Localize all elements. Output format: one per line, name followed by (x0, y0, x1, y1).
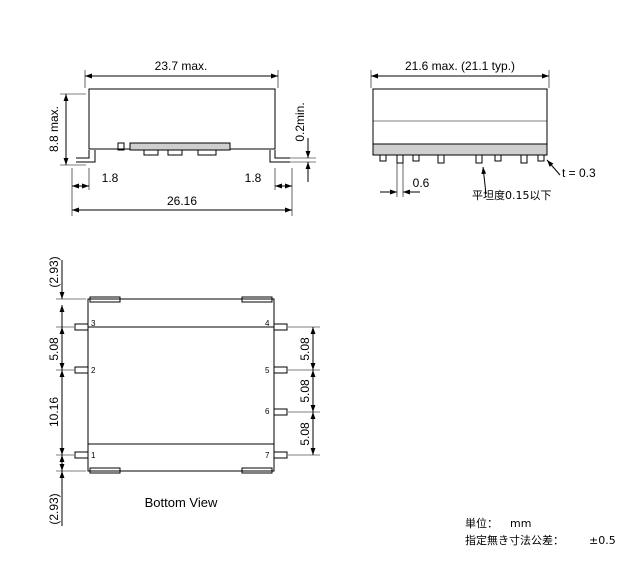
label-side-width: 23.7 max. (155, 59, 208, 73)
label-pitch-right-1: 5.08 (298, 337, 312, 361)
label-lead-left: 1.8 (102, 171, 119, 185)
unit-label: 単位： (465, 516, 498, 530)
bottom-pin-6 (273, 408, 288, 416)
pin-label-6: 6 (265, 407, 270, 416)
bottom-view (56, 260, 320, 526)
label-top-offset: (2.93) (47, 256, 61, 287)
label-lead-right: 1.8 (245, 171, 262, 185)
bottom-view-core (87, 326, 275, 445)
side-view-left-terminal (76, 150, 90, 159)
pin-label-5: 5 (265, 366, 270, 375)
pin-label-4: 4 (265, 319, 270, 328)
label-pitch-right-2: 5.08 (298, 379, 312, 403)
side-view-right-terminal (274, 150, 290, 159)
label-pitch-left-lower: 10.16 (47, 397, 61, 427)
front-view-body (372, 88, 548, 145)
pin-label-7: 7 (265, 451, 270, 460)
pin-label-1: 1 (91, 451, 96, 460)
front-view-base (372, 143, 548, 156)
label-side-height: 8.8 max. (47, 106, 61, 152)
unit-value: mm (510, 517, 531, 530)
bottom-view-outline (87, 298, 275, 472)
label-pitch-left-upper: 5.08 (47, 337, 61, 361)
side-view-bobbin (129, 142, 231, 151)
label-overall-length: 26.16 (167, 194, 197, 208)
side-view (60, 70, 316, 216)
label-bottom-offset: (2.93) (47, 493, 61, 524)
bottom-pin-5 (273, 366, 288, 374)
pin-label-2: 2 (91, 366, 96, 375)
label-standoff: 0.2min. (293, 102, 307, 141)
bottom-pin-7 (273, 451, 288, 459)
tolerance-value: ±0.5 (589, 534, 616, 547)
label-pitch-right-3: 5.08 (298, 422, 312, 446)
label-thickness: t = 0.3 (562, 166, 596, 180)
label-pin-width: 0.6 (413, 176, 430, 190)
front-view-pin (379, 154, 387, 162)
bottom-pin-2 (74, 366, 89, 374)
bottom-pin-1 (74, 451, 89, 459)
side-view-body (88, 88, 276, 150)
label-flatness: 平坦度0.15以下 (472, 188, 552, 202)
leader-flatness (481, 166, 487, 195)
label-front-width: 21.6 max. (21.1 typ.) (405, 59, 515, 73)
bottom-pin-4 (273, 323, 288, 331)
tolerance-label: 指定無き寸法公差： (465, 533, 564, 547)
bottom-view-title: Bottom View (145, 495, 218, 510)
pin-label-3: 3 (91, 319, 96, 328)
front-view (370, 70, 561, 197)
leader-thickness (546, 159, 561, 176)
bottom-pin-3 (74, 323, 89, 331)
